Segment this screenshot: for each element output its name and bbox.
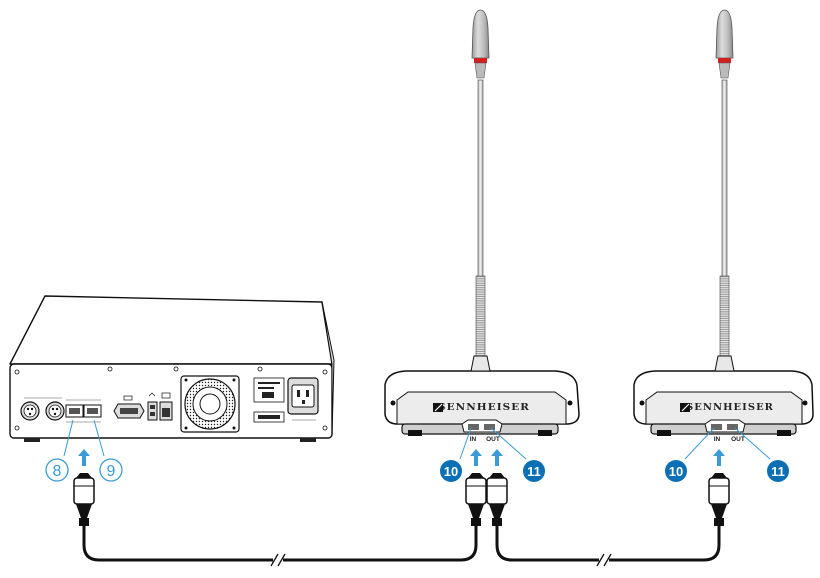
insert-arrow: [78, 449, 90, 466]
callout-10: 10: [665, 460, 687, 482]
mic-socket-2: [83, 404, 102, 418]
svg-text:8: 8: [53, 463, 62, 480]
conference-unit-b-base: [633, 370, 814, 436]
central-unit: [9, 295, 335, 442]
callout-9: 9: [99, 458, 123, 482]
usb-ports: [147, 392, 158, 421]
callout-10: 10: [440, 460, 462, 482]
microphone-head-a: [471, 9, 490, 79]
port-label-out: OUT: [486, 436, 500, 443]
xlr-output-connector: [45, 401, 65, 421]
serial-port: [113, 395, 145, 419]
callout-leaders: [63, 419, 771, 460]
microphone-stem-a: [477, 79, 484, 281]
cable-break-mark: [596, 553, 612, 567]
port-label-in: IN: [714, 436, 721, 443]
port-label-in: IN: [470, 436, 477, 443]
conference-unit-b: SENNHEISER IN OUT: [633, 9, 814, 443]
svg-text:11: 11: [771, 464, 785, 479]
gooseneck-b: [719, 275, 730, 357]
gooseneck-a: [475, 275, 486, 357]
mic-socket-1: [65, 404, 84, 418]
svg-text:10: 10: [669, 464, 683, 479]
rating-label: [253, 377, 285, 423]
xlr-input-connector: [20, 401, 40, 421]
conference-unit-a: SENNHEISER IN OUT: [384, 9, 580, 443]
insert-arrow: [713, 449, 725, 466]
cable-break-mark: [270, 553, 286, 567]
brand-logo: SENNHEISER: [438, 402, 530, 413]
insert-arrow: [470, 449, 482, 466]
cable-plug-unit-b-in: [708, 473, 730, 526]
svg-text:11: 11: [527, 464, 541, 479]
power-inlet: [287, 377, 319, 421]
network-port: [159, 392, 173, 421]
svg-text:9: 9: [107, 463, 116, 480]
svg-text:10: 10: [444, 464, 458, 479]
cable-plug-central: [73, 473, 95, 526]
microphone-head-b: [715, 9, 734, 79]
callout-11: 11: [767, 460, 789, 482]
microphone-stem-b: [721, 79, 728, 281]
brand-logo: SENNHEISER: [686, 402, 774, 413]
cable-plug-unit-a-out: [486, 473, 508, 526]
cable-plug-unit-a-in: [465, 473, 487, 526]
port-label-out: OUT: [731, 436, 745, 443]
central-unit-top: [9, 295, 333, 365]
callout-8: 8: [45, 458, 69, 482]
fan-grill: [180, 375, 240, 433]
callout-11: 11: [523, 460, 545, 482]
insert-arrow: [491, 449, 503, 466]
